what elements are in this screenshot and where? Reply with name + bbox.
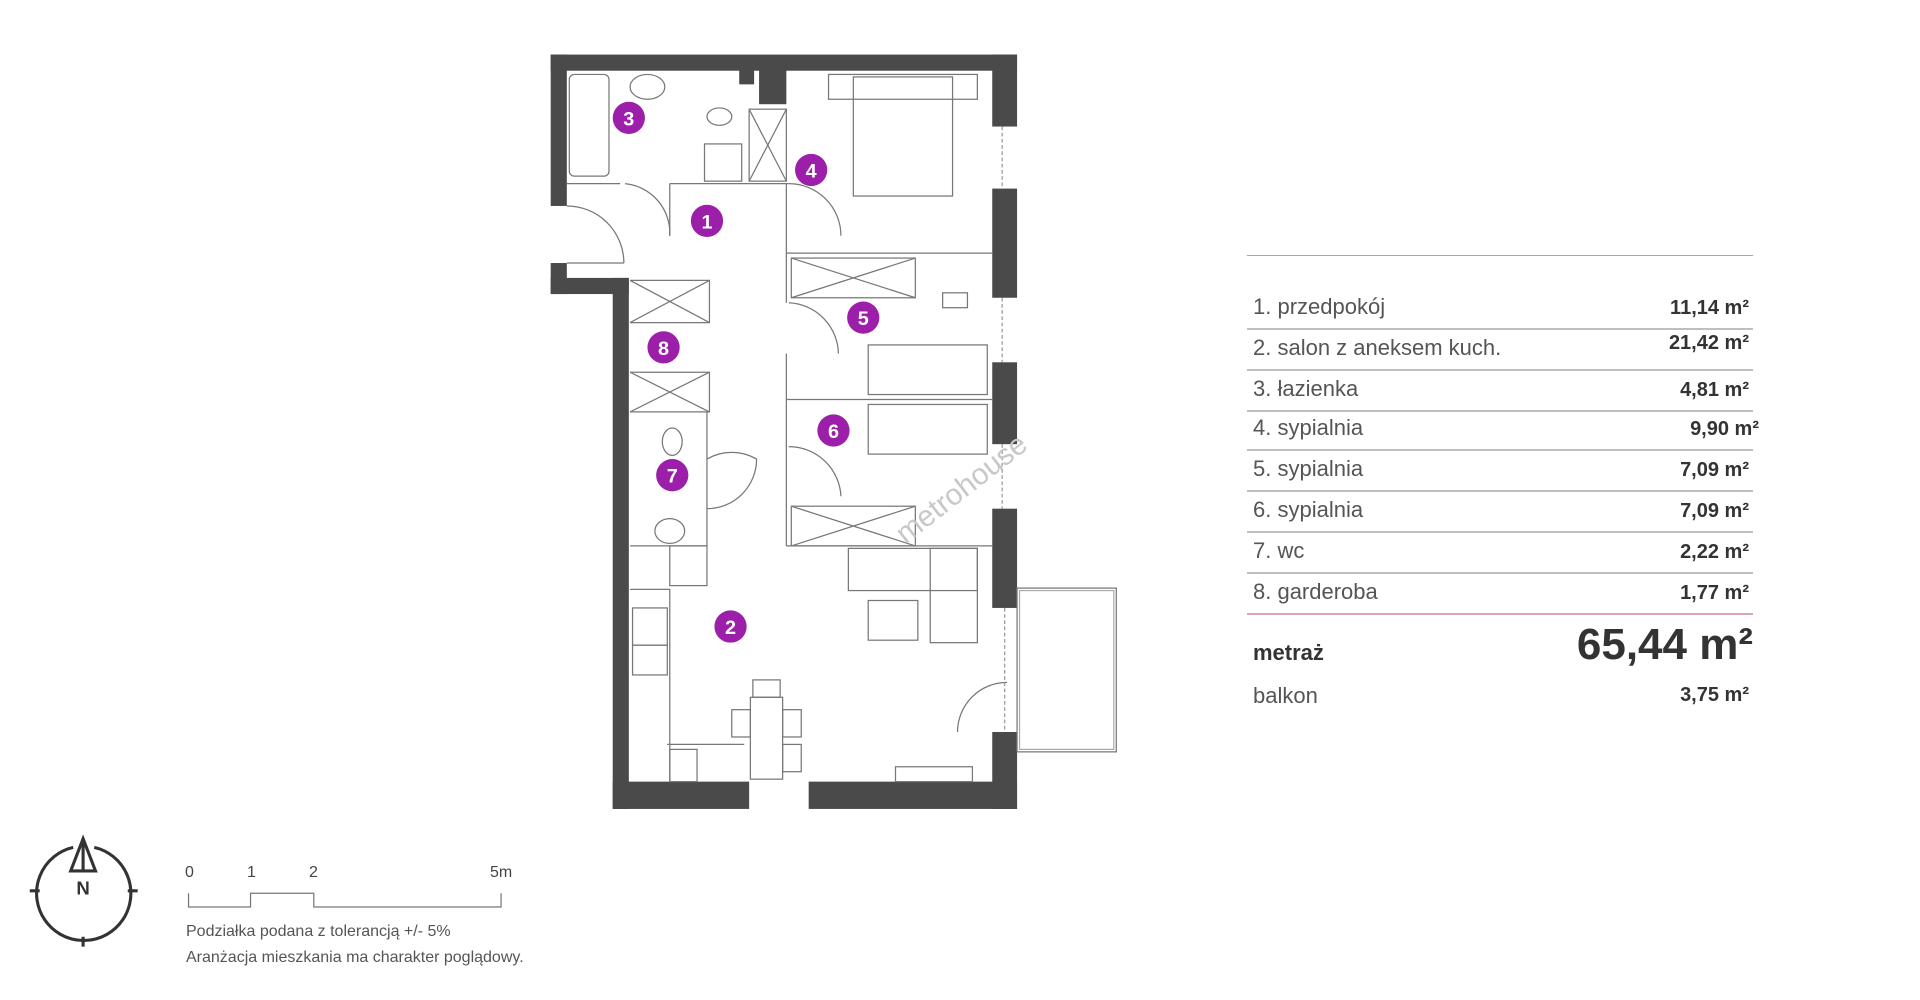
room-area: 4,81 m² xyxy=(1680,379,1749,401)
room-label: 6. sypialnia xyxy=(1253,497,1364,522)
room-area: 9,90 m² xyxy=(1690,418,1759,440)
legend-row: 8. garderoba 1,77 m² xyxy=(1247,575,1753,615)
room-label: 1. przedpokój xyxy=(1253,294,1386,319)
room-area: 2,22 m² xyxy=(1680,541,1749,563)
legend-row: 3. łazienka 4,81 m² xyxy=(1247,372,1753,412)
room-marker-1: 1 xyxy=(690,204,724,237)
svg-text:7: 7 xyxy=(667,466,678,488)
room-marker-8: 8 xyxy=(647,331,680,364)
svg-text:4: 4 xyxy=(806,160,817,182)
scale-tick-2: 2 xyxy=(309,864,318,881)
svg-text:N: N xyxy=(76,878,89,899)
room-marker-5: 5 xyxy=(847,301,880,334)
total-area-value: 65,44 m² xyxy=(1576,620,1753,669)
room-marker-3: 3 xyxy=(612,101,645,134)
room-label: 8. garderoba xyxy=(1253,579,1378,604)
svg-text:8: 8 xyxy=(658,338,669,360)
room-label: 3. łazienka xyxy=(1253,376,1359,401)
total-area-label: metraż xyxy=(1253,640,1324,665)
walls xyxy=(550,54,1018,809)
svg-text:1: 1 xyxy=(701,211,712,233)
legend-row: 2. salon z aneksem kuch. 21,42 m² xyxy=(1247,331,1753,371)
note-arrangement: Aranżacja mieszkania ma charakter pogląd… xyxy=(186,949,524,966)
scale-tick-1: 1 xyxy=(247,864,256,881)
room-marker-4: 4 xyxy=(795,153,828,187)
compass-icon: N xyxy=(29,834,138,947)
room-area: 1,77 m² xyxy=(1680,582,1749,604)
interior-lines xyxy=(566,73,1117,783)
scale-tick-5m: 5m xyxy=(490,864,513,881)
legend-row: 5. sypialnia 7,09 m² xyxy=(1247,452,1753,492)
room-markers: 1 2 3 4 5 6 7 8 xyxy=(612,101,880,643)
svg-text:6: 6 xyxy=(828,421,839,443)
room-marker-2: 2 xyxy=(714,610,747,643)
room-marker-6: 6 xyxy=(817,414,850,447)
room-area: 7,09 m² xyxy=(1680,500,1749,522)
legend-row: 1. przedpokój 11,14 m² xyxy=(1247,290,1753,330)
room-area: 7,09 m² xyxy=(1680,459,1749,481)
balcony-area: 3,75 m² xyxy=(1680,684,1749,706)
legend-row: 7. wc 2,22 m² xyxy=(1247,534,1753,574)
svg-text:3: 3 xyxy=(623,108,634,130)
room-marker-7: 7 xyxy=(656,459,689,492)
room-label: 7. wc xyxy=(1253,538,1305,563)
room-area: 11,14 m² xyxy=(1670,297,1749,319)
area-legend: 1. przedpokój 11,14 m² 2. salon z aneksem… xyxy=(1247,255,1759,615)
legend-top-divider xyxy=(1247,255,1753,256)
legend-row: 6. sypialnia 7,09 m² xyxy=(1247,493,1753,533)
balcony-label: balkon xyxy=(1253,683,1318,708)
legend-row: 4. sypialnia 9,90 m² xyxy=(1247,411,1759,451)
note-tolerance: Podziałka podana z tolerancją +/- 5% xyxy=(186,923,451,940)
room-label: 2. salon z aneksem kuch. xyxy=(1253,335,1502,360)
scale-tick-0: 0 xyxy=(185,864,194,881)
svg-text:5: 5 xyxy=(858,308,869,330)
room-area: 21,42 m² xyxy=(1668,332,1749,354)
room-label: 5. sypialnia xyxy=(1253,456,1364,481)
room-label: 4. sypialnia xyxy=(1253,415,1364,440)
scale-bar xyxy=(187,892,502,908)
svg-text:2: 2 xyxy=(725,617,736,639)
